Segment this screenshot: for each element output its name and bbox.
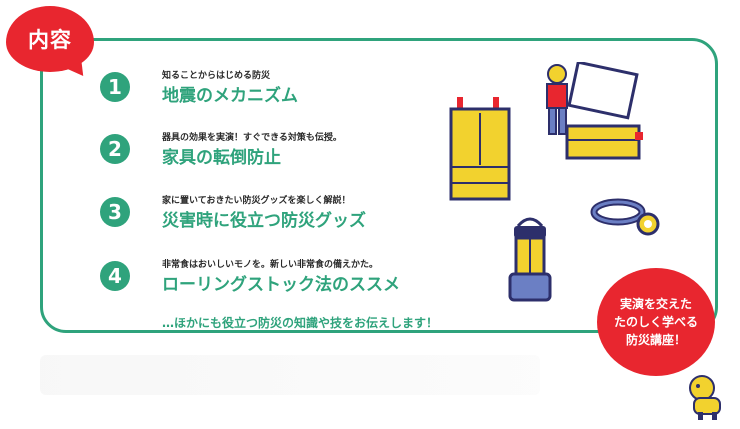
item-title: 家具の転倒防止 — [162, 148, 281, 168]
dog-icon — [689, 375, 721, 420]
item-subtitle: 器具の効果を実演！すぐできる対策も伝授。 — [162, 133, 342, 143]
item-title: ローリングストック法のススメ — [162, 275, 400, 295]
tag-label: 内容 — [28, 28, 72, 52]
item-subtitle: 家に置いておきたい防災グッズを楽しく解説！ — [162, 196, 351, 206]
lantern-icon — [508, 217, 552, 302]
badge-line: 実演を交えた — [619, 297, 692, 311]
item-number: 3 — [100, 197, 130, 227]
item-number: 1 — [100, 72, 130, 102]
headlamp-icon — [590, 198, 660, 236]
content-tag: 内容 — [6, 6, 94, 72]
footer-note: …ほかにも役立つ防災の知識や技をお伝えします！ — [162, 316, 439, 330]
item-title: 災害時に役立つ防災グッズ — [162, 211, 366, 231]
item-subtitle: 知ることからはじめる防災 — [162, 71, 271, 81]
item-number: 2 — [100, 134, 130, 164]
person-tv-icon — [546, 62, 643, 160]
item-title: 地震のメカニズム — [162, 86, 298, 106]
item-subtitle: 非常食はおいしいモノを。新しい非常食の備えかた。 — [162, 260, 379, 270]
badge-line: 防災講座！ — [625, 333, 686, 347]
item-number: 4 — [100, 261, 130, 291]
faded-footer-area — [40, 355, 540, 395]
cabinet-icon — [449, 97, 511, 201]
badge-line: たのしく学べる — [613, 315, 698, 329]
promo-badge: 実演を交えた たのしく学べる 防災講座！ — [597, 268, 715, 376]
